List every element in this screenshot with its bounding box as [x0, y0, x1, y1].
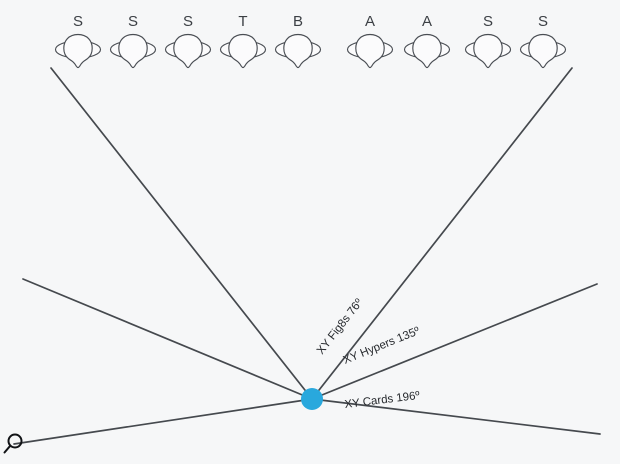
ray-upper-left[interactable]	[50, 67, 313, 400]
search-icon[interactable]	[3, 433, 23, 454]
top-node-2[interactable]: S	[164, 13, 212, 69]
top-node-label: S	[538, 13, 548, 30]
top-node-label: A	[365, 13, 375, 30]
top-node-3[interactable]: T	[219, 13, 267, 69]
ray-upper-right[interactable]	[311, 67, 573, 400]
top-node-4[interactable]: B	[274, 13, 322, 69]
top-node-label: S	[128, 13, 138, 30]
top-node-5[interactable]: A	[346, 13, 394, 69]
center-node[interactable]	[301, 388, 323, 410]
ray-right[interactable]	[311, 283, 598, 400]
top-node-8[interactable]: S	[519, 13, 567, 69]
ray-lower-left[interactable]	[13, 398, 313, 445]
top-node-label: T	[238, 13, 247, 30]
ray-lower-right[interactable]	[311, 398, 601, 435]
top-node-label: S	[73, 13, 83, 30]
top-node-label: S	[483, 13, 493, 30]
ray-left[interactable]	[22, 278, 313, 400]
top-node-label: A	[422, 13, 432, 30]
top-node-label: S	[183, 13, 193, 30]
edges-layer	[13, 67, 601, 445]
top-node-0[interactable]: S	[54, 13, 102, 69]
top-node-6[interactable]: A	[403, 13, 451, 69]
top-node-1[interactable]: S	[109, 13, 157, 69]
top-node-label: B	[293, 13, 303, 30]
top-node-7[interactable]: S	[464, 13, 512, 69]
